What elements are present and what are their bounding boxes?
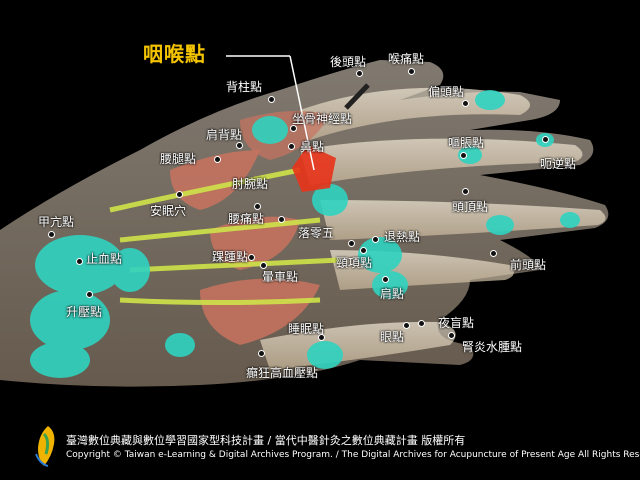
label-yan: 眼點 xyxy=(380,330,405,344)
dot-piantou xyxy=(462,100,469,107)
label-luoling: 落零五 xyxy=(298,226,335,240)
dot-beizhu xyxy=(268,96,275,103)
label-bi: 鼻點 xyxy=(300,140,325,154)
label-shuimian: 睡眠點 xyxy=(288,322,325,336)
dot-zhouwan xyxy=(254,203,261,210)
label-houtong: 喉痛點 xyxy=(388,52,425,66)
label-beizhu: 背柱點 xyxy=(226,80,263,94)
label-houtou: 後頭點 xyxy=(330,55,367,69)
dot-jianbei xyxy=(236,142,243,149)
dot-yemang xyxy=(418,320,425,327)
label-jianbei: 肩背點 xyxy=(206,128,243,142)
label-jingxiang: 頸項點 xyxy=(336,256,373,270)
label-enie: 呃逆點 xyxy=(540,157,577,171)
needle xyxy=(344,83,370,110)
label-zhouwan: 肘腕點 xyxy=(232,177,269,191)
label-shenyan: 腎炎水腫點 xyxy=(462,340,523,354)
dot-luoling xyxy=(348,240,355,247)
dot-enie xyxy=(542,136,549,143)
label-yunche: 暈車點 xyxy=(262,270,299,284)
dot-houtong xyxy=(408,68,415,75)
muscle-a xyxy=(170,150,260,210)
dot-ouzhang xyxy=(460,152,467,159)
label-toudian: 頭頂點 xyxy=(452,200,489,214)
dot-yaotong xyxy=(278,216,285,223)
dot-qiantou xyxy=(490,250,497,257)
dot-tuire xyxy=(372,236,379,243)
dot-shenyan xyxy=(448,332,455,339)
label-anmian: 安眠穴 xyxy=(150,204,187,218)
pointer-line-2 xyxy=(289,55,315,171)
label-jian: 肩點 xyxy=(380,287,405,301)
finger-middle xyxy=(300,138,583,185)
dot-shuimian xyxy=(318,334,325,341)
title-label: 咽喉點 xyxy=(143,42,206,66)
dot-houtou xyxy=(356,70,363,77)
label-yemang: 夜盲點 xyxy=(438,316,475,330)
label-piantou: 偏頭點 xyxy=(428,85,465,99)
label-shengya: 升壓點 xyxy=(66,305,103,319)
dot-yan xyxy=(403,322,410,329)
dot-jingxiang xyxy=(360,247,367,254)
finger-ring xyxy=(320,200,606,240)
dot-zhixue xyxy=(76,258,83,265)
dot-anmian xyxy=(176,191,183,198)
finger-index xyxy=(300,87,530,140)
label-jiaxian: 甲亢點 xyxy=(38,215,75,229)
label-zhixue: 止血點 xyxy=(86,252,123,266)
dot-bi xyxy=(288,143,295,150)
label-zuogu: 坐骨神經點 xyxy=(292,112,353,126)
label-yaotui: 腰腿點 xyxy=(160,152,197,166)
taiwan-logo-icon xyxy=(35,426,55,467)
label-yaotong: 腰痛點 xyxy=(228,212,265,226)
dot-yunche xyxy=(260,262,267,269)
label-ouzhang: 嘔脹點 xyxy=(448,136,485,150)
label-qiantou: 前頭點 xyxy=(510,258,547,272)
muscle-c xyxy=(200,278,320,345)
dot-jian xyxy=(382,276,389,283)
tendons xyxy=(109,167,341,305)
dot-shengya xyxy=(86,291,93,298)
label-tuire: 退熱點 xyxy=(384,230,421,244)
label-huaiqiu: 踝踵點 xyxy=(212,250,249,264)
dot-zuogu xyxy=(290,125,297,132)
dot-huaiqiu xyxy=(248,254,255,261)
dot-jiaxian xyxy=(48,231,55,238)
dot-toudian xyxy=(462,188,469,195)
dot-yaotui xyxy=(214,156,221,163)
dot-dianguang xyxy=(258,350,265,357)
copyright-chinese: 臺灣數位典藏與數位學習國家型科技計畫 / 當代中醫針灸之數位典藏計畫 版權所有 xyxy=(66,434,466,447)
copyright-english: Copyright © Taiwan e-Learning & Digital … xyxy=(66,450,640,460)
label-dianguang: 癲狂高血壓點 xyxy=(246,366,319,380)
